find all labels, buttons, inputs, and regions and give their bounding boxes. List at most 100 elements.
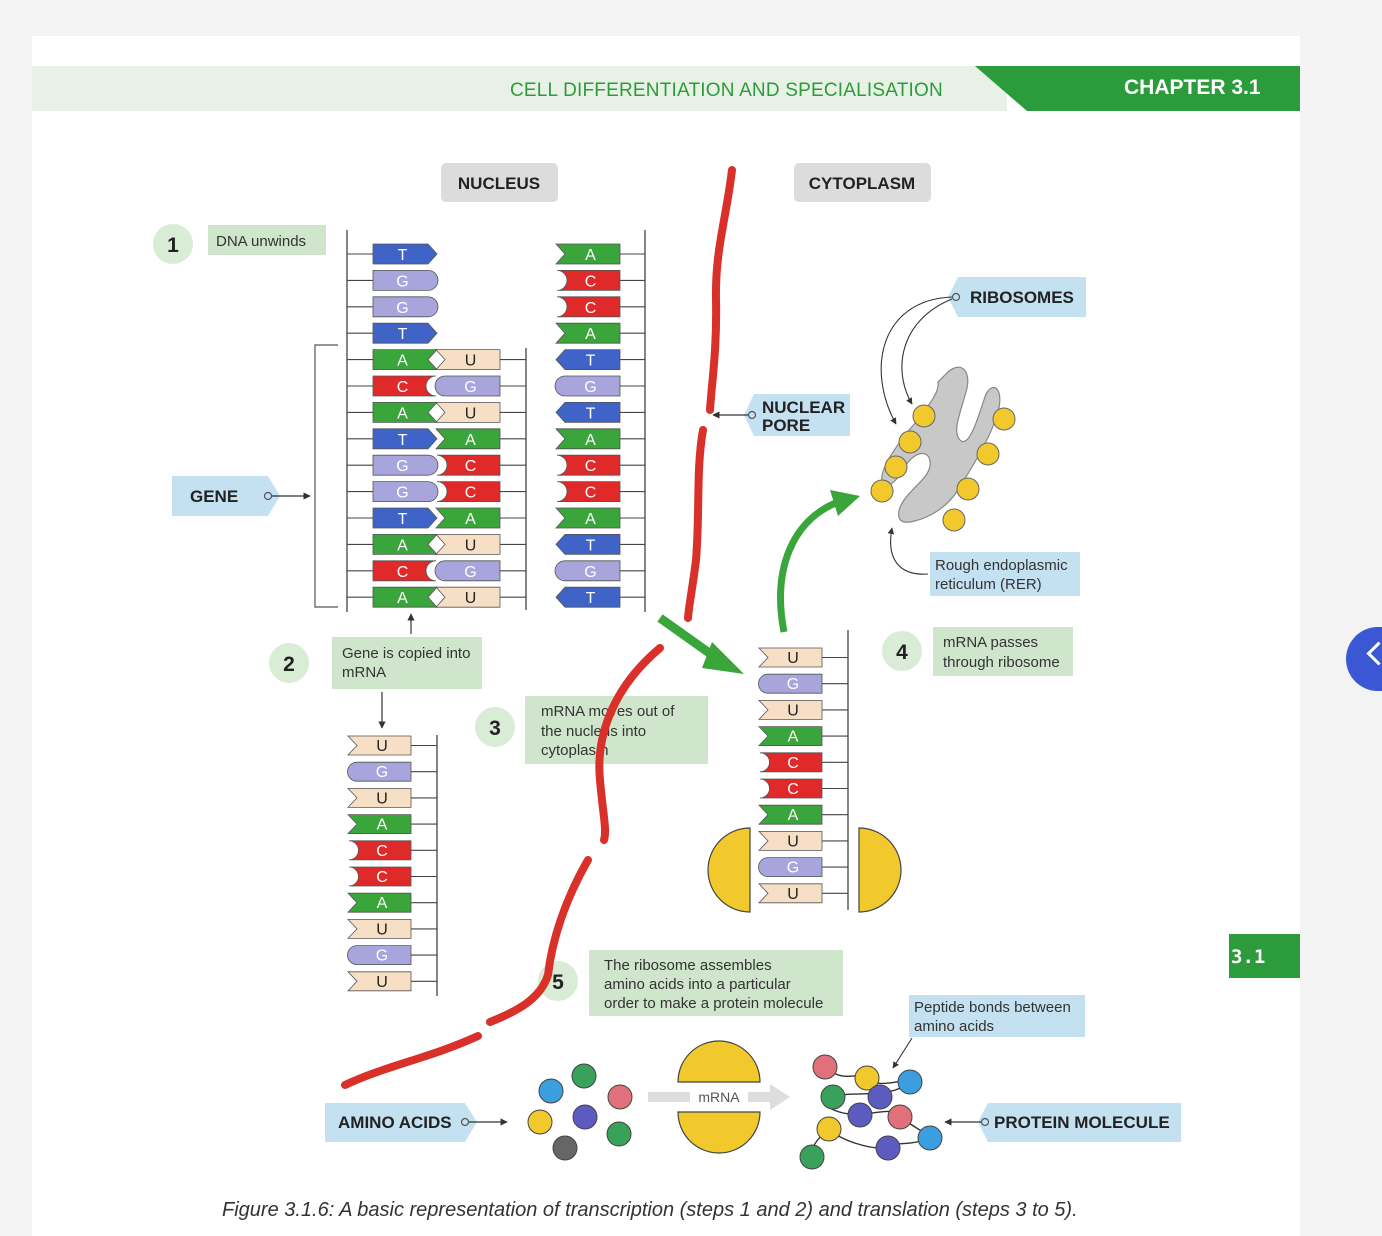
nucleotide-label: A	[788, 729, 799, 746]
amino-acids-label-box	[325, 1103, 477, 1142]
protein-amino-acid	[812, 1054, 838, 1080]
protein-amino-acid	[917, 1125, 943, 1151]
nucleotide-U	[347, 919, 412, 939]
protein-amino-acid	[875, 1135, 901, 1161]
gene-label-box	[172, 476, 280, 516]
nucleotide-label: T	[398, 511, 408, 528]
nucleotide-label: C	[397, 564, 409, 581]
gene-label: GENE	[190, 487, 238, 506]
cytoplasm-label: CYTOPLASM	[809, 174, 915, 193]
free-amino-acids	[527, 1063, 633, 1161]
amino-acid	[552, 1135, 578, 1161]
nucleotide-label: U	[465, 405, 477, 422]
amino-acids-label: AMINO ACIDS	[338, 1113, 452, 1132]
nuclear-membrane-bottom	[486, 856, 592, 1026]
nucleotide-G	[434, 375, 501, 397]
nucleotide-C	[436, 454, 501, 476]
step-2-box	[332, 637, 482, 689]
ribosomes-pointer-line-2	[901, 298, 953, 405]
nucleotide-label: C	[465, 485, 477, 502]
nucleotide-label: U	[787, 886, 799, 903]
nucleotide-label: A	[377, 817, 388, 834]
nuclear-membrane-lower	[595, 644, 664, 844]
nucleotide-label: G	[376, 948, 388, 965]
nucleotide-C	[436, 481, 501, 502]
nuclear-pore-pointer-dot	[747, 410, 757, 420]
nucleotide-U	[758, 883, 823, 904]
nucleotide-label: A	[397, 590, 408, 607]
nucleotide-label: G	[396, 485, 408, 502]
nucleotide-A	[347, 814, 412, 834]
side-chapter-label: 3.1	[1231, 946, 1266, 968]
nucleotide-label: T	[586, 405, 596, 422]
nucleotide-U	[758, 700, 823, 720]
amino-acid	[572, 1104, 598, 1130]
peptide-chain	[810, 1066, 931, 1158]
section-title: CELL DIFFERENTIATION AND SPECIALISATION	[510, 80, 943, 101]
protein-label: PROTEIN MOLECULE	[994, 1113, 1170, 1132]
protein-pointer-dot	[980, 1117, 990, 1127]
protein-amino-acid	[897, 1069, 923, 1095]
step-2-text-line1: Gene is copied into	[342, 645, 470, 662]
nucleotide-label: C	[787, 755, 799, 772]
step-3-number: 3	[489, 717, 501, 740]
nucleotide-A	[555, 428, 621, 450]
nucleotide-C	[759, 778, 823, 799]
nucleotide-label: U	[465, 537, 477, 554]
nucleotide-label: C	[376, 869, 388, 886]
rer-label-box	[930, 552, 1080, 596]
nucleotide-label: A	[788, 807, 799, 824]
step-1-box	[208, 225, 326, 255]
nucleotide-label: A	[585, 511, 596, 528]
nucleotide-label: G	[396, 300, 408, 317]
nucleotide-label: U	[376, 974, 388, 991]
nucleotide-A	[758, 726, 823, 746]
nucleotide-label: T	[398, 326, 408, 343]
gene-pointer-dot	[263, 491, 273, 501]
nucleotide-U	[435, 534, 501, 555]
nucleotide-T	[555, 586, 621, 608]
nucleotide-A	[372, 534, 438, 555]
nucleotide-A	[555, 243, 621, 265]
nuclear-membrane-upper	[706, 166, 736, 414]
step-1-number: 1	[167, 234, 179, 257]
chapter-tab	[975, 66, 1300, 111]
nucleotide-U	[758, 647, 823, 668]
step-5-text-line3: order to make a protein molecule	[604, 995, 823, 1012]
ribosomes-label-box	[948, 277, 1086, 317]
nucleotide-T	[372, 322, 438, 344]
chapter-label: CHAPTER 3.1	[1124, 76, 1261, 99]
step-5-text-line1: The ribosome assembles	[604, 957, 772, 974]
ribosomes-label: RIBOSOMES	[970, 288, 1074, 307]
nucleotide-G	[372, 270, 439, 291]
step-3-text-line3: cytoplasm	[541, 742, 609, 759]
nucleotide-label: G	[376, 764, 388, 781]
nucleotide-A	[372, 402, 438, 423]
nucleotide-label: A	[397, 353, 408, 370]
ribosome-bottom-half	[677, 1111, 761, 1154]
nuclear-pore-label-box	[744, 394, 850, 436]
ribosome-dot	[942, 508, 966, 532]
peptide-label-line2: amino acids	[914, 1018, 994, 1035]
nucleotide-G	[347, 761, 412, 782]
nucleotide-C	[556, 296, 621, 318]
nucleotide-label: G	[396, 458, 408, 475]
nucleotide-label: T	[586, 353, 596, 370]
nucleotide-C	[372, 560, 437, 582]
nucleotide-A	[435, 507, 501, 529]
side-chapter-tab[interactable]	[1229, 934, 1300, 978]
protein-amino-acid	[867, 1084, 893, 1110]
nucleotide-A	[372, 349, 438, 370]
nucleotide-U	[435, 402, 501, 423]
nucleotide-T	[555, 349, 621, 370]
nucleotide-C	[348, 866, 412, 887]
step-4-text-line1: mRNA passes	[943, 634, 1038, 651]
step-5-box	[589, 950, 843, 1016]
nucleotide-label: U	[376, 790, 388, 807]
step-2-circle	[269, 643, 309, 683]
rer-label-line1: Rough endoplasmic	[935, 557, 1068, 574]
figure-caption: Figure 3.1.6: A basic representation of …	[222, 1199, 1078, 1221]
